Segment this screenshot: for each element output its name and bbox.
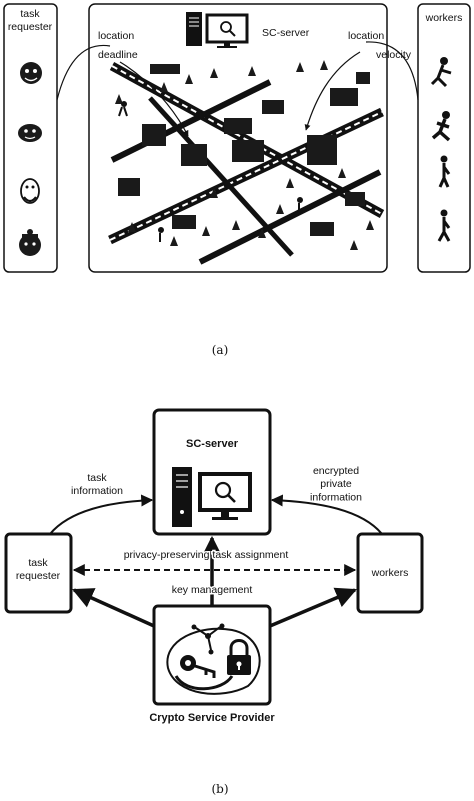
city-trees: [115, 60, 374, 250]
worker-walking-icon: [438, 155, 451, 188]
text-line: task: [20, 8, 40, 20]
label-velocity: velocity: [376, 49, 412, 61]
text-line: private: [320, 478, 352, 490]
city-map-panel: [88, 3, 388, 273]
text-line: task: [28, 557, 48, 569]
requester-to-map-curve: [56, 44, 111, 101]
label-location-left: location: [98, 30, 134, 42]
caption-a: (a): [212, 343, 229, 357]
worker-running-icon: [431, 111, 451, 142]
privacy-assignment-label: privacy-preserving task assignment: [124, 549, 289, 561]
workers-panel: [417, 3, 471, 273]
requester-panel: [3, 3, 58, 273]
city-pedestrians: [118, 101, 303, 242]
requester-box: [4, 532, 73, 614]
location-velocity-arrow: [304, 51, 361, 131]
text-line: requester: [8, 21, 53, 33]
arrow-requester-to-server: [49, 494, 154, 535]
worker-running-icon: [430, 57, 452, 88]
requester-face-icon: [20, 62, 42, 84]
server-computer-icon-b: [172, 467, 252, 527]
server-label-a: SC-server: [262, 27, 310, 39]
text-line: task: [87, 472, 107, 484]
arrow-workers-to-server: [270, 494, 383, 535]
key-lock-icon: [166, 623, 261, 695]
server-computer-icon: [186, 12, 249, 48]
text-line: requester: [16, 570, 61, 582]
arrow-csp-to-workers: [269, 587, 357, 628]
requester-face-icon: [20, 178, 40, 204]
label-deadline: deadline: [98, 49, 138, 61]
key-management-label: key management: [172, 584, 253, 596]
workers-to-map-curve: [365, 41, 419, 101]
server-label-b: SC-server: [186, 438, 239, 450]
text-line: information: [310, 491, 362, 503]
csp-label: Crypto Service Provider: [149, 712, 275, 724]
arrow-csp-to-requester: [72, 588, 155, 628]
requester-face-icon: [18, 124, 42, 142]
text-line: information: [71, 485, 123, 497]
requester-face-icon: [19, 229, 41, 256]
location-deadline-arrow: [119, 61, 189, 137]
workers-label: workers: [371, 567, 409, 579]
workers-box: [356, 532, 424, 614]
worker-walking-icon: [437, 209, 451, 242]
workers-title: workers: [425, 12, 463, 24]
label-location-right: location: [348, 30, 384, 42]
city-buildings: [118, 64, 370, 236]
caption-b: (b): [211, 782, 228, 796]
text-line: encrypted: [313, 465, 359, 477]
